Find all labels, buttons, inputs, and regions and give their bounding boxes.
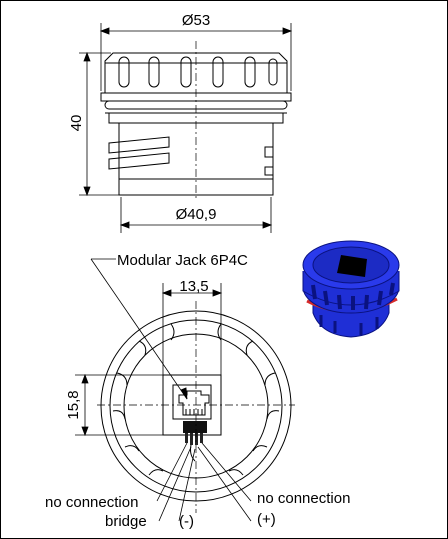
dim-jack-height-label: 15,8 [65, 390, 82, 419]
jack-leader [90, 258, 188, 400]
dim-jack-width [161, 283, 223, 375]
bridge-label: bridge [105, 513, 147, 530]
contact-block [183, 421, 207, 462]
no-connection-left-label: no connection [45, 494, 138, 511]
dim-height-label: 40 [68, 115, 85, 132]
dim-jack-height [75, 373, 163, 437]
dim-thread-diameter [119, 197, 273, 233]
no-connection-right-label: no connection [257, 490, 350, 507]
dim-outer-diameter-label: Ø53 [182, 12, 210, 29]
dim-jack-width-label: 13,5 [179, 278, 208, 295]
plus-label: (+) [257, 511, 276, 528]
dim-thread-diameter-label: Ø40,9 [176, 206, 217, 223]
minus-label: (-) [179, 513, 194, 530]
connector-render [302, 240, 400, 338]
connection-leaders [156, 442, 252, 522]
dim-outer-diameter [99, 23, 293, 91]
dim-height [79, 51, 119, 197]
jack-type-label: Modular Jack 6P4C [117, 252, 248, 269]
top-view [100, 310, 292, 502]
